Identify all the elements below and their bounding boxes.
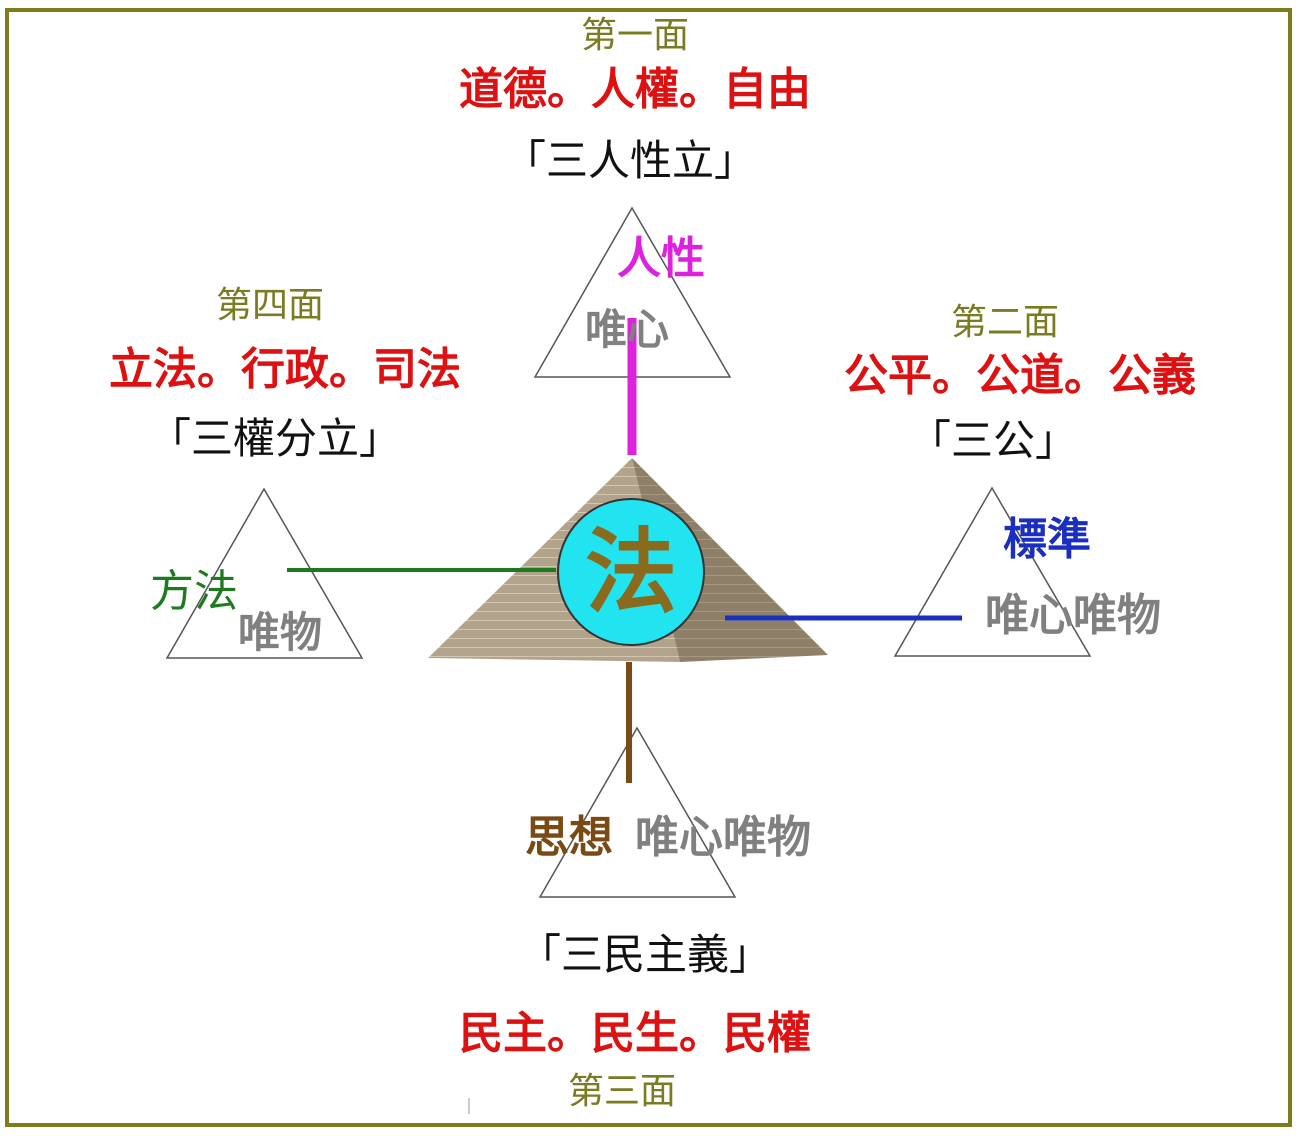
face-right-title: 第二面 bbox=[950, 302, 1059, 343]
face-bottom-title: 第三面 bbox=[567, 1071, 676, 1112]
face-right-aspect: 標準 bbox=[1003, 514, 1091, 565]
face-left-values: 立法。行政。司法 bbox=[109, 344, 461, 395]
face-top-doctrine: 「三人性立」 bbox=[503, 136, 756, 185]
face-left-aspect: 方法 bbox=[150, 566, 238, 617]
law-circle bbox=[557, 498, 705, 646]
face-top-aspect: 人性 bbox=[617, 233, 705, 284]
triangle-right bbox=[893, 486, 1092, 657]
face-bottom-aspect: 思想 bbox=[525, 812, 613, 863]
face-bottom-basis: 唯心唯物 bbox=[635, 812, 811, 863]
face-right-values: 公平。公道。公義 bbox=[844, 350, 1196, 401]
face-bottom-values: 民主。民生。民權 bbox=[459, 1008, 811, 1059]
triangle-left bbox=[165, 487, 364, 659]
triangle-bottom bbox=[538, 726, 737, 898]
face-left-title: 第四面 bbox=[215, 285, 324, 326]
face-right-basis: 唯心唯物 bbox=[985, 590, 1161, 641]
face-top-values: 道德。人權。自由 bbox=[459, 64, 811, 115]
face-top-title: 第一面 bbox=[580, 15, 689, 56]
face-bottom-doctrine: 「三民主義」 bbox=[518, 930, 771, 979]
face-right-doctrine: 「三公」 bbox=[908, 416, 1077, 465]
face-left-doctrine: 「三權分立」 bbox=[148, 414, 401, 463]
law-character: 法 bbox=[585, 519, 677, 626]
face-top-basis: 唯心 bbox=[585, 305, 670, 354]
face-left-basis: 唯物 bbox=[238, 608, 323, 657]
diagram-frame bbox=[5, 8, 1292, 1127]
